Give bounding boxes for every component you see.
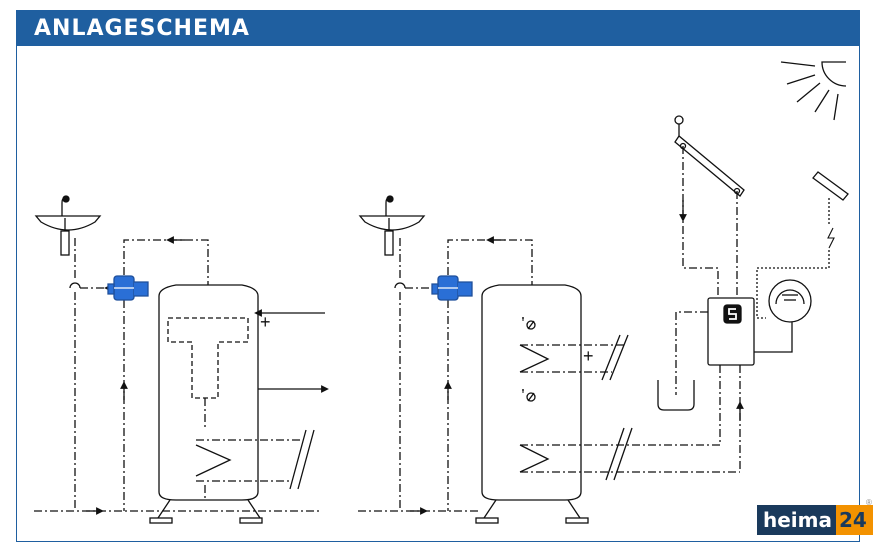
logo-text-24: 24: [836, 505, 873, 535]
mixing-valve-left: [107, 275, 149, 301]
diagram-frame: [16, 10, 860, 542]
thermometer-top-icon: [522, 317, 536, 330]
solar-controller: [707, 297, 755, 366]
plus-sign-left: +: [260, 312, 271, 332]
logo-text-heima: heima: [757, 505, 836, 535]
middle-pipes: [358, 236, 533, 515]
sink-middle-icon: [358, 195, 426, 256]
registered-mark: ®: [866, 498, 872, 507]
brand-logo: heima 24: [757, 505, 873, 535]
thermometer-bottom-icon: [522, 389, 536, 402]
left-pipes: [34, 236, 320, 515]
sun-icon: [780, 61, 847, 121]
plus-sign-middle: +: [583, 346, 594, 366]
drain-bucket-icon: [657, 380, 695, 411]
solar-collector-icon: [674, 115, 745, 197]
solar-pipes: [675, 146, 830, 472]
mixing-valve-middle: [431, 275, 473, 301]
title-bar: ANLAGESCHEMA: [16, 10, 860, 46]
tank-middle: [475, 284, 740, 524]
pressure-gauge-icon: [768, 279, 812, 323]
page-title: ANLAGESCHEMA: [34, 16, 250, 41]
pv-panel-icon: [812, 171, 849, 249]
tank-left: [149, 284, 329, 524]
sink-left-icon: [34, 195, 102, 256]
